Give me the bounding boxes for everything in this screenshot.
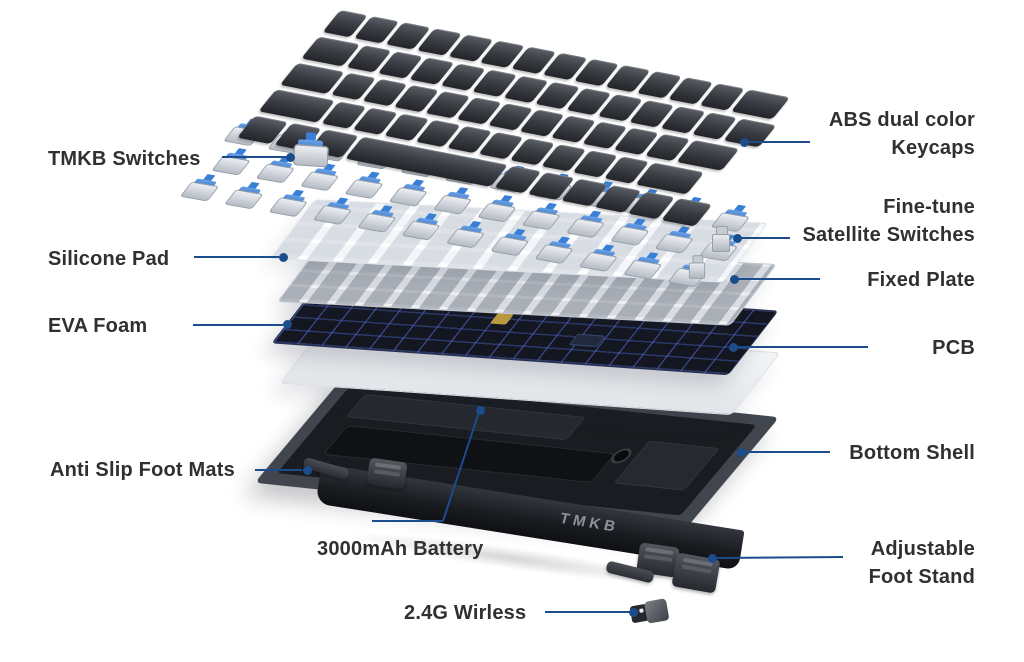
label-line: Keycaps xyxy=(891,137,975,159)
leader-line-anti-slip-foot-mats xyxy=(255,469,302,471)
leader-line-wireless-dongle xyxy=(545,611,629,613)
switch xyxy=(401,212,445,241)
leader-dot-abs-keycaps xyxy=(739,137,749,147)
leader-dot-tmkb-switches xyxy=(285,152,295,162)
leader-dot-fixed-plate xyxy=(729,274,739,284)
leader-line-bottom-shell xyxy=(745,451,830,453)
switch xyxy=(299,163,344,192)
label-line: Fine-tune xyxy=(883,196,975,218)
leader-line-eva-foam xyxy=(193,324,283,326)
switch xyxy=(312,197,357,225)
leader-dot-foot-stand xyxy=(707,553,717,563)
label-foot-stand: Adjustable Foot Stand xyxy=(869,535,975,591)
satellite-switch xyxy=(688,255,706,279)
brand-logo: TMKB xyxy=(557,509,621,536)
switch-body xyxy=(292,143,330,168)
switch xyxy=(344,171,388,199)
leader-line-silicone-pad xyxy=(194,256,279,258)
leader-line-abs-keycaps xyxy=(748,141,810,143)
switch xyxy=(388,179,433,207)
leader-line-satellite-switches xyxy=(741,237,790,239)
label-line: Satellite Switches xyxy=(802,224,975,246)
leader-line-battery xyxy=(372,520,443,522)
label-satellite-switches: Fine-tune Satellite Switches xyxy=(802,193,975,249)
switch xyxy=(578,244,623,272)
leader-line-tmkb-switches xyxy=(222,156,286,158)
leader-line-foot-stand xyxy=(715,556,844,559)
leader-dot-battery xyxy=(475,405,485,415)
leader-line-fixed-plate xyxy=(738,278,820,280)
switch xyxy=(622,252,667,280)
label-fixed-plate: Fixed Plate xyxy=(867,266,975,294)
switch xyxy=(211,147,255,176)
switch xyxy=(357,205,401,233)
label-eva-foam: EVA Foam xyxy=(48,315,148,337)
leader-line-pcb xyxy=(737,346,868,348)
leader-dot-wireless-dongle xyxy=(628,607,638,617)
satellite-switch xyxy=(712,226,730,252)
switch xyxy=(534,236,578,264)
label-pcb: PCB xyxy=(932,334,975,362)
pcb-gold-pad xyxy=(489,313,514,325)
label-line: Foot Stand xyxy=(868,566,975,588)
switch xyxy=(445,220,490,249)
label-line: Adjustable xyxy=(870,538,975,560)
anti-slip-foot-clip xyxy=(366,457,408,490)
label-tmkb-switches: TMKB Switches xyxy=(48,148,201,170)
pcb-chip xyxy=(568,333,606,348)
label-line: Bottom Shell xyxy=(849,442,975,464)
usb-body xyxy=(643,598,670,624)
label-silicone-pad: Silicone Pad xyxy=(48,248,170,270)
label-line: ABS dual color xyxy=(828,109,975,131)
label-anti-slip-foot-mats: Anti Slip Foot Mats xyxy=(50,459,235,481)
label-line: Fixed Plate xyxy=(867,269,975,291)
label-abs-keycaps: ABS dual color Keycaps xyxy=(829,106,975,162)
leader-dot-bottom-shell xyxy=(736,447,746,457)
label-battery: 3000mAh Battery xyxy=(317,538,484,560)
satellite-switch-body xyxy=(688,262,706,279)
switch xyxy=(490,228,534,257)
leader-dot-satellite-switches xyxy=(732,233,742,243)
keycap xyxy=(635,162,705,195)
label-line: PCB xyxy=(932,337,975,359)
leader-dot-anti-slip-foot-mats xyxy=(302,465,312,475)
switch xyxy=(268,189,312,218)
satellite-switch-body xyxy=(712,234,730,252)
switch xyxy=(179,173,224,202)
switch xyxy=(432,187,477,215)
leader-dot-silicone-pad xyxy=(278,252,288,262)
label-bottom-shell: Bottom Shell xyxy=(849,439,975,467)
label-wireless: 2.4G Wirless xyxy=(404,602,527,624)
switch xyxy=(224,181,268,210)
leader-dot-eva-foam xyxy=(282,319,292,329)
leader-dot-pcb xyxy=(728,342,738,352)
single-switch xyxy=(292,132,330,168)
